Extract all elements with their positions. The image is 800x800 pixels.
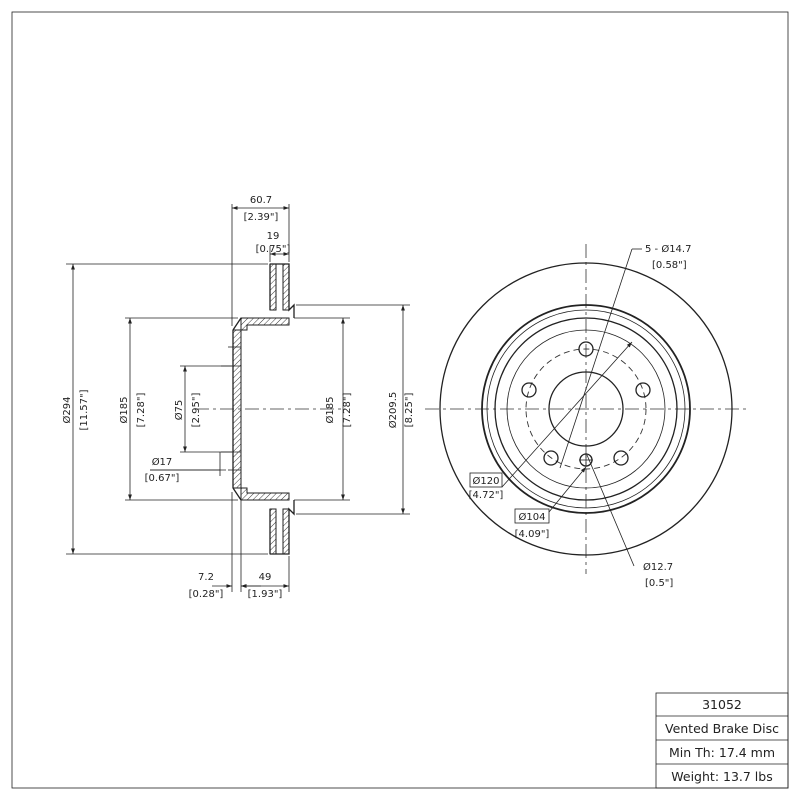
hat-dia-right-in: [7.28"]: [342, 393, 353, 428]
hat-face-circle: [494, 317, 678, 501]
hat-dia-right-mm: Ø185: [324, 397, 336, 424]
small-hole-mm: Ø12.7: [643, 561, 673, 573]
bolt-holes: [521, 341, 651, 466]
hat-outer-dia-mm: Ø209.5: [387, 392, 399, 429]
rotor-outer-circle: [439, 262, 733, 556]
hat-dia-left-in: [7.28"]: [136, 393, 147, 428]
center-bore-in: [2.95"]: [191, 393, 202, 428]
part-description: Vented Brake Disc: [665, 721, 779, 736]
bolt-circle-mm: Ø120: [473, 475, 500, 487]
bolt-holes-in: [0.58"]: [652, 260, 687, 271]
rotor-width-mm: 19: [267, 231, 280, 242]
outer-dia-in: [11.57"]: [79, 389, 90, 430]
hat-ring-circle: [486, 309, 686, 509]
inner-circle-label-box: [514, 508, 550, 524]
hat-height-mm: 49: [259, 572, 272, 583]
hat-outer-circle: [481, 304, 691, 514]
part-number: 31052: [702, 697, 742, 712]
extension-lines: [66, 204, 410, 592]
overall-width-mm: 60.7: [250, 195, 272, 206]
rotor-outline: [232, 263, 295, 555]
hat-dia-left-mm: Ø185: [118, 397, 130, 424]
overall-width-in: [2.39"]: [244, 212, 279, 223]
flange-thickness-in: [0.28"]: [189, 589, 224, 600]
bolt-holes-mm: 5 - Ø14.7: [645, 243, 691, 255]
bolt-circle-label-box: [469, 472, 503, 488]
dimension-lines: [71, 206, 405, 588]
bolt-circle-in: [4.72"]: [469, 490, 504, 501]
hub-offset-in: [0.67"]: [145, 473, 180, 484]
min-thickness: Min Th: 17.4 mm: [669, 745, 775, 760]
leader-lines: [501, 248, 642, 567]
outer-dia-mm: Ø294: [61, 397, 73, 424]
center-bore-circle: [548, 371, 624, 447]
hat-outer-dia-in: [8.25"]: [404, 393, 415, 428]
weight: Weight: 13.7 lbs: [671, 769, 772, 784]
inner-circle-mm: Ø104: [519, 511, 546, 523]
hub-offset-mm: Ø17: [152, 456, 173, 468]
hat-height-in: [1.93"]: [248, 589, 283, 600]
small-hole-in: [0.5"]: [645, 578, 673, 589]
flange-thickness-mm: 7.2: [198, 572, 214, 583]
hat-inner-circle: [506, 329, 666, 489]
rotor-width-in: [0.75"]: [256, 244, 291, 255]
bolt-circle: [525, 348, 647, 470]
side-section-view: 60.7 [2.39"] 19 [0.75"] Ø294 [11.57"] Ø1…: [61, 195, 415, 600]
front-view: 5 - Ø14.7 [0.58"] Ø120 [4.72"] Ø104 [4.0…: [425, 243, 748, 589]
inner-circle-in: [4.09"]: [515, 529, 550, 540]
title-block: 31052 Vented Brake Disc Min Th: 17.4 mm …: [655, 692, 789, 789]
drawing-frame: [11, 11, 789, 789]
center-bore-mm: Ø75: [173, 400, 185, 421]
